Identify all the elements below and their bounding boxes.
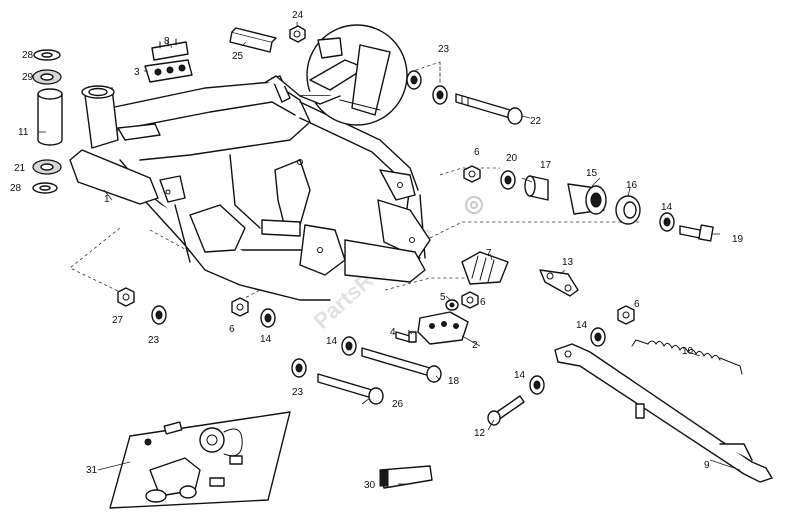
callout-9: 9: [704, 460, 710, 471]
nut-6-c: [231, 297, 249, 317]
washer-14-b: [341, 336, 357, 356]
bolt-18: [361, 347, 442, 383]
callout-3: 3: [134, 67, 140, 78]
callout-22: 22: [530, 116, 542, 127]
footrest-3: [144, 59, 193, 83]
callout-7: 7: [486, 248, 492, 259]
watermark-gear-icon: [465, 196, 483, 214]
callout-20: 20: [506, 153, 518, 164]
callout-14-c: 14: [260, 334, 272, 345]
bearing-29: [32, 69, 62, 85]
side-stand-9: [554, 343, 773, 483]
callout-27: 27: [112, 315, 124, 326]
callout-6-d: 6: [634, 299, 640, 310]
callout-28-b: 28: [10, 183, 22, 194]
callout-6-a: 6: [474, 147, 480, 158]
callout-16: 16: [626, 180, 638, 191]
callout-14-e: 14: [514, 370, 526, 381]
washer-28-bottom: [32, 182, 58, 194]
washer-28-top: [33, 49, 61, 61]
callout-31: 31: [86, 465, 98, 476]
callout-13: 13: [562, 257, 574, 268]
bushing-16: [615, 195, 641, 225]
bracket-13: [539, 269, 579, 297]
nut-27: [117, 287, 135, 307]
main-frame: [69, 75, 431, 301]
callout-28-a: 28: [22, 50, 34, 61]
bolt-4: [395, 331, 417, 343]
callout-23-a: 23: [438, 44, 450, 55]
callout-14-a: 14: [661, 202, 673, 213]
callout-25: 25: [232, 51, 244, 62]
washer-23-d: [151, 305, 167, 325]
nut-6-d: [617, 305, 635, 325]
callout-21: 21: [14, 163, 26, 174]
nut-6-a: [463, 165, 481, 183]
callout-6-b: 6: [480, 297, 486, 308]
callout-24: 24: [292, 10, 304, 21]
callout-2: 2: [472, 340, 478, 351]
callout-6-c: 6: [229, 324, 235, 335]
footrest-2: [417, 311, 469, 345]
callout-4: 4: [390, 327, 396, 338]
footrest-rubber-8: [151, 38, 189, 61]
callout-12: 12: [474, 428, 486, 439]
callout-10: 10: [682, 346, 694, 357]
rubber-block-25: [229, 27, 277, 53]
callout-1: 1: [104, 194, 110, 205]
washer-14-d: [590, 327, 606, 347]
washer-14-c: [260, 308, 276, 328]
steering-sleeve-11: [37, 88, 63, 146]
washer-23-c: [291, 358, 307, 378]
nut-6-b: [461, 291, 479, 309]
callout-5: 5: [440, 292, 446, 303]
bolt-12: [487, 395, 525, 426]
washer-14-a: [659, 212, 675, 232]
callout-23-b: 23: [148, 335, 160, 346]
bolt-22: [455, 93, 523, 125]
callout-19: 19: [732, 234, 744, 245]
callout-30: 30: [364, 480, 376, 491]
bolt-19: [679, 224, 714, 242]
detail-circle: [306, 24, 408, 126]
nut-24: [289, 25, 306, 43]
spring-10: [631, 339, 743, 375]
callouts: 1 2 3 4 5 6 6 6 6 7 8 9 10 11 12 13 14 1…: [10, 10, 744, 491]
bushing-15: [567, 183, 607, 215]
callout-17: 17: [540, 160, 552, 171]
tool-30: [379, 465, 433, 489]
callout-23-c: 23: [292, 387, 304, 398]
callout-26: 26: [392, 399, 404, 410]
washer-14-e: [529, 375, 545, 395]
footrest-7: [461, 251, 509, 285]
callout-8: 8: [164, 36, 170, 47]
bearing-21: [32, 159, 62, 175]
spacer-17: [524, 175, 549, 201]
callout-14-d: 14: [576, 320, 588, 331]
callout-15: 15: [586, 168, 598, 179]
callout-14-b: 14: [326, 336, 338, 347]
callout-29: 29: [22, 72, 34, 83]
washer-23-b: [432, 85, 448, 105]
bolt-26: [317, 373, 384, 405]
washer-5: [445, 299, 459, 311]
leader-lines: [38, 22, 741, 485]
hook-bracket: [265, 75, 341, 105]
kit-31: [109, 411, 291, 509]
callout-11: 11: [18, 127, 29, 138]
washer-20: [500, 170, 516, 190]
callout-18: 18: [448, 376, 460, 387]
washer-23-a: [406, 70, 422, 90]
